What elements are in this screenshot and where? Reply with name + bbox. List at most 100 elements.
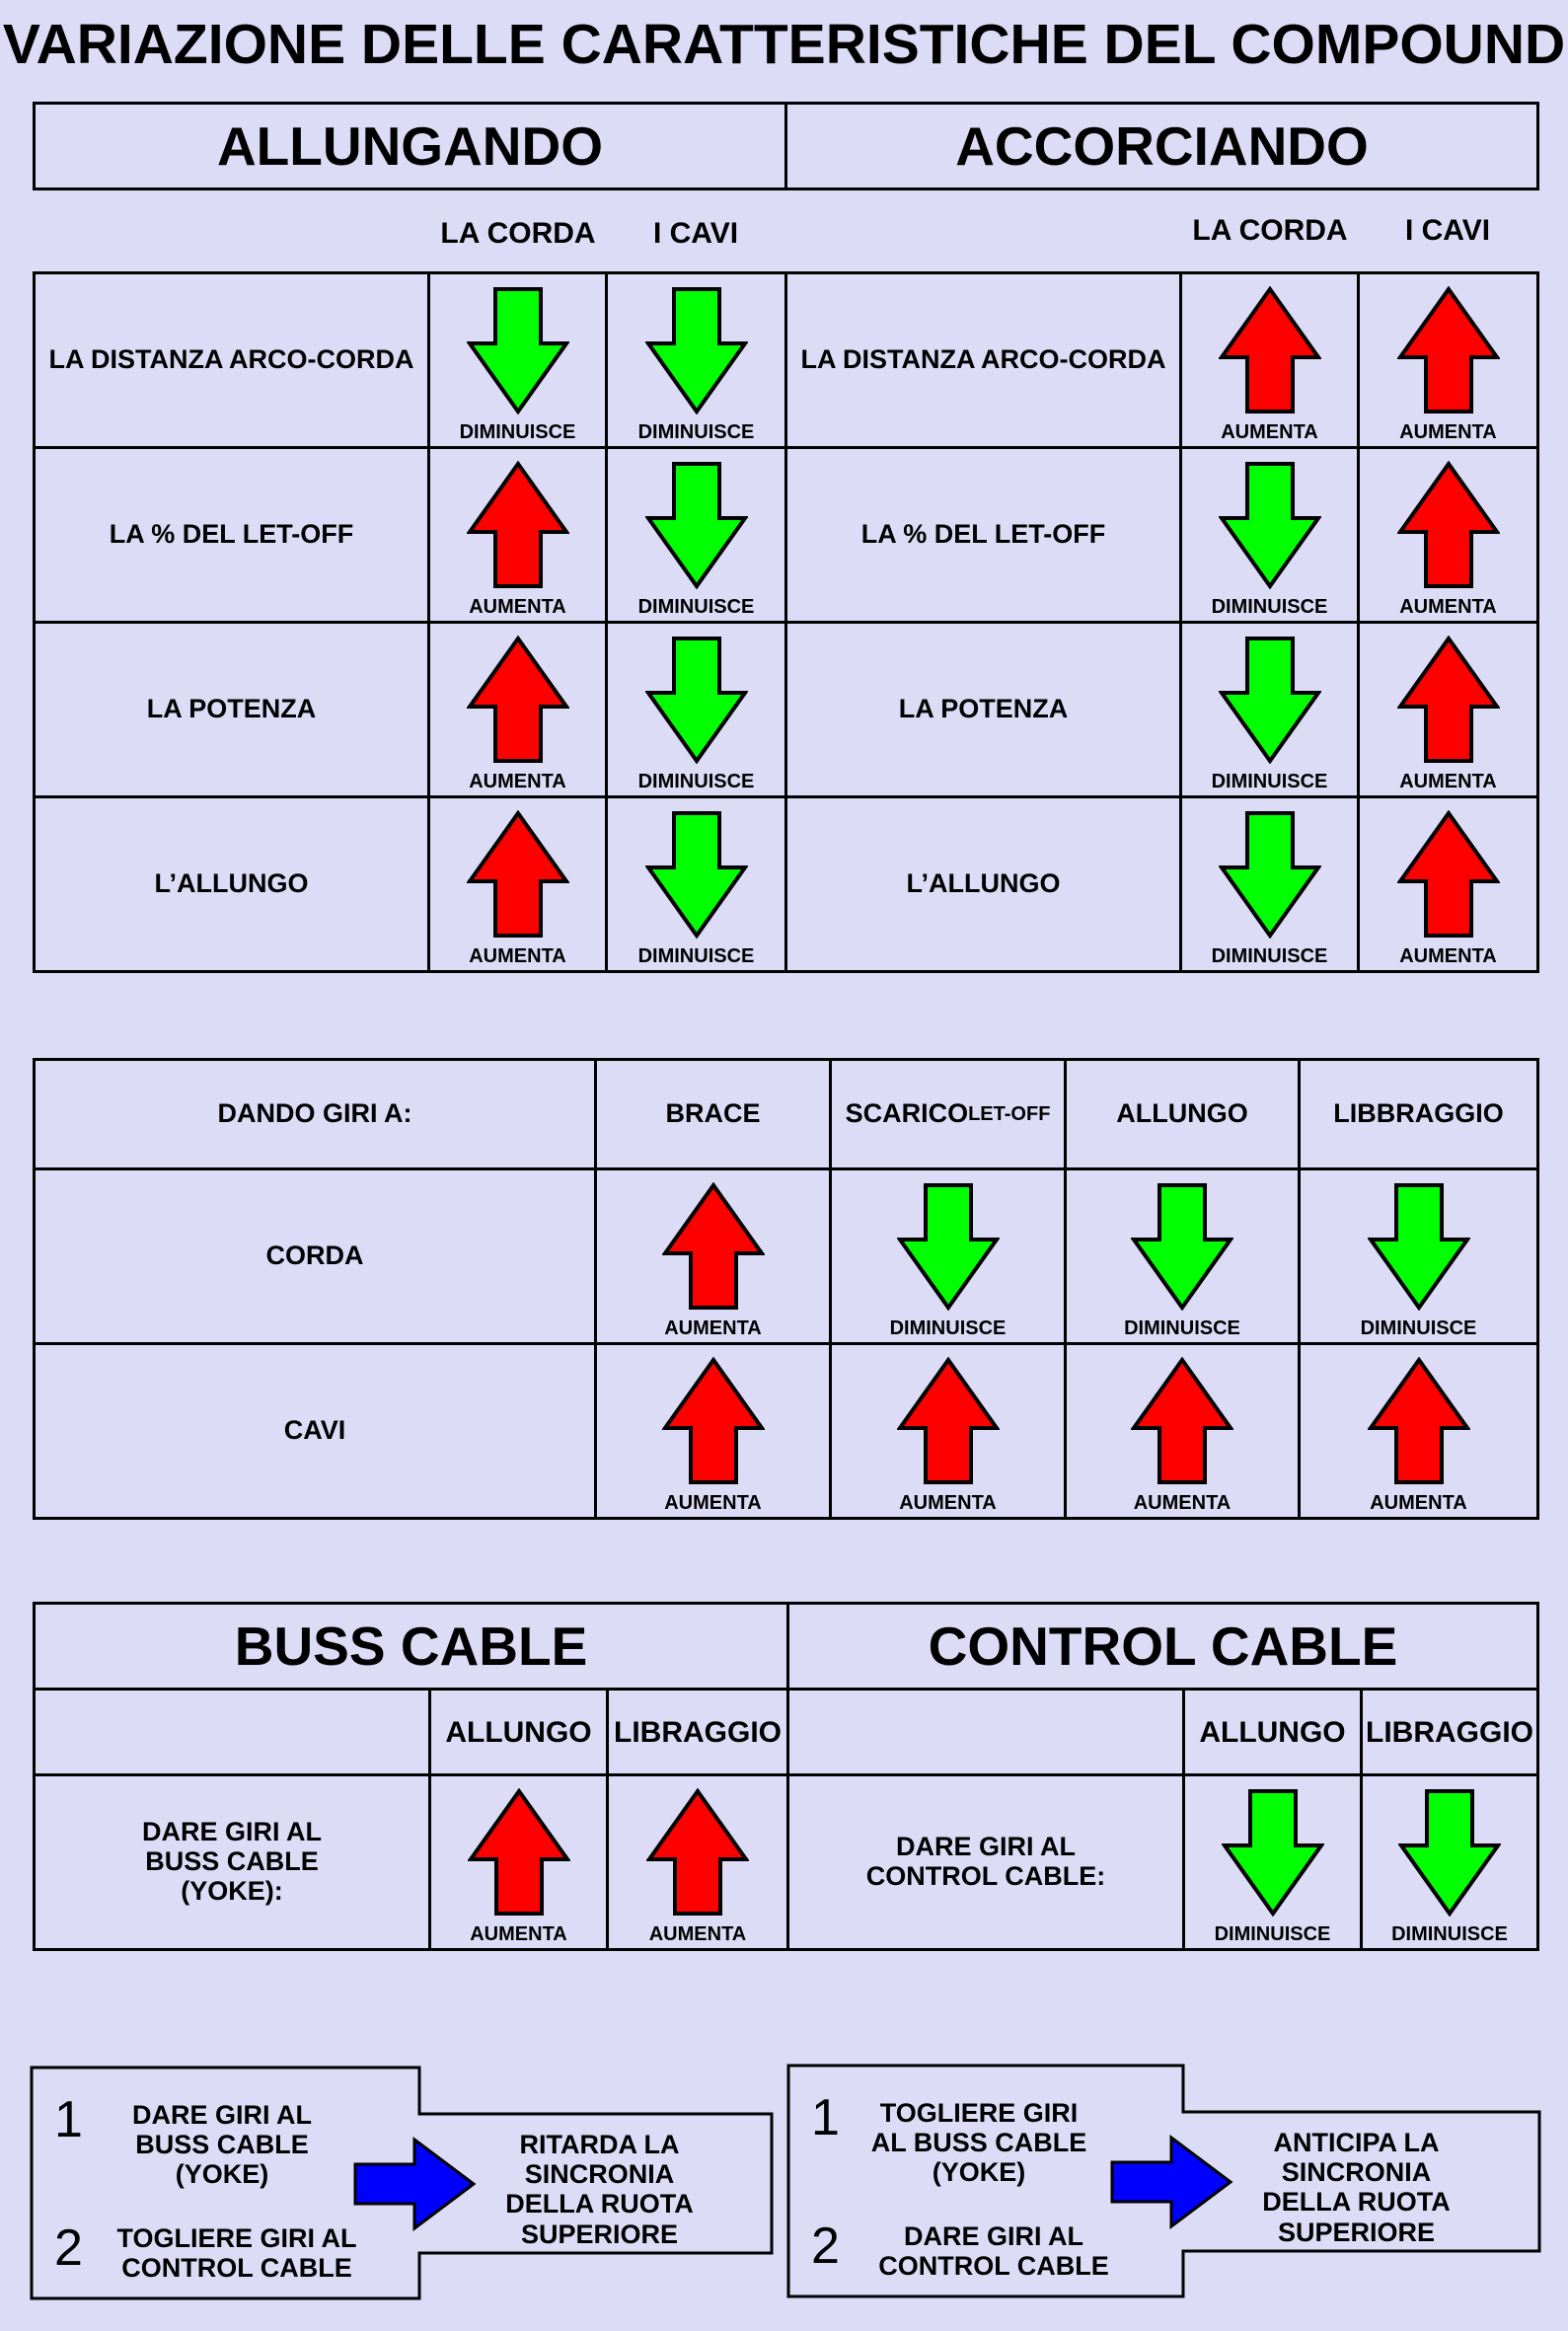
arrow-up-icon: [1218, 286, 1321, 414]
header-allungando: ALLUNGANDO: [33, 102, 787, 190]
step-text-2: DARE GIRI AL CONTROL CABLE: [878, 2221, 1109, 2282]
arrow-up-icon: [466, 636, 569, 763]
column-header-4: LIBBRAGGIO: [1298, 1058, 1539, 1170]
arrow-label: AUMENTA: [469, 945, 566, 967]
arrow-label: AUMENTA: [469, 771, 566, 792]
row-label-left: LA POTENZA: [33, 621, 430, 798]
cell-cavi-3: AUMENTA: [1064, 1342, 1301, 1520]
col-header-la-corda-right: LA CORDA: [1192, 214, 1348, 247]
column-header-2: SCARICO LET-OFF: [829, 1058, 1067, 1170]
header-control-cable: CONTROL CABLE: [786, 1602, 1539, 1691]
arrow-up-icon: [1396, 461, 1500, 588]
cell-control-allungo: DIMINUISCE: [1182, 1773, 1363, 1951]
row-label-right: LA POTENZA: [784, 621, 1182, 798]
arrow-down-icon: [1218, 637, 1321, 764]
col-header-la-corda-left: LA CORDA: [440, 217, 596, 250]
row-label-cavi: CAVI: [33, 1342, 597, 1520]
arrow-label: AUMENTA: [1399, 945, 1497, 967]
arrow-label: DIMINUISCE: [637, 421, 755, 443]
blue-arrow-right-icon: [353, 2137, 477, 2231]
arrow-label: DIMINUISCE: [637, 945, 755, 967]
cell-buss-libraggio: AUMENTA: [606, 1773, 789, 1951]
arrow-up-icon: [466, 810, 569, 938]
arrow-label: AUMENTA: [1133, 1492, 1232, 1514]
arrow-up-icon: [466, 461, 569, 588]
arrow-label: DIMINUISCE: [637, 596, 755, 618]
arrow-down-icon: [1218, 811, 1321, 939]
row-label-left: LA % DEL LET-OFF: [33, 446, 430, 624]
arrow-down-icon: [1221, 1789, 1324, 1917]
cell-left-cavi: DIMINUISCE: [605, 446, 787, 624]
row-label-left: L’ALLUNGO: [33, 795, 430, 973]
arrow-up-icon: [467, 1788, 570, 1916]
arrow-label: DIMINUISCE: [1124, 1317, 1240, 1339]
cell-buss-allungo: AUMENTA: [428, 1773, 609, 1951]
step-text-2: TOGLIERE GIRI AL CONTROL CABLE: [116, 2223, 357, 2284]
cell-cavi-1: AUMENTA: [594, 1342, 832, 1520]
cell-left-cavi: DIMINUISCE: [605, 271, 787, 449]
arrow-label: DIMINUISCE: [1214, 1923, 1331, 1945]
column-header-3: ALLUNGO: [1064, 1058, 1301, 1170]
cell-left-corda: AUMENTA: [427, 446, 608, 624]
cell-right-cavi: AUMENTA: [1357, 271, 1539, 449]
row-label-right: L’ALLUNGO: [784, 795, 1182, 973]
subheader-blank-right: [786, 1688, 1185, 1776]
cell-left-cavi: DIMINUISCE: [605, 621, 787, 798]
cell-corda-3: DIMINUISCE: [1064, 1167, 1301, 1345]
subheader-blank-left: [33, 1688, 431, 1776]
page-title: VARIAZIONE DELLE CARATTERISTICHE DEL COM…: [2, 13, 1566, 76]
cell-corda-4: DIMINUISCE: [1298, 1167, 1539, 1345]
arrow-up-icon: [1396, 286, 1500, 414]
arrow-down-icon: [466, 287, 569, 414]
cell-right-corda: DIMINUISCE: [1179, 795, 1360, 973]
column-header-main: BRACE: [665, 1098, 761, 1129]
cell-right-cavi: AUMENTA: [1357, 621, 1539, 798]
col-header-allungo-left: ALLUNGO: [428, 1688, 609, 1776]
arrow-label: AUMENTA: [1221, 421, 1318, 443]
arrow-up-icon: [1367, 1357, 1470, 1484]
column-header-main: SCARICO: [845, 1098, 969, 1129]
arrow-label: DIMINUISCE: [637, 771, 755, 792]
cell-right-corda: AUMENTA: [1179, 271, 1360, 449]
row-label-right: LA DISTANZA ARCO-CORDA: [784, 271, 1182, 449]
cell-right-cavi: AUMENTA: [1357, 446, 1539, 624]
arrow-label: AUMENTA: [1399, 421, 1497, 443]
column-header-main: ALLUNGO: [1116, 1098, 1248, 1129]
step-number-2: 2: [54, 2219, 83, 2277]
col-header-i-cavi-left: I CAVI: [652, 217, 739, 250]
arrow-down-icon: [1398, 1789, 1501, 1917]
arrow-label: DIMINUISCE: [889, 1317, 1007, 1339]
note-frame: [786, 2064, 1541, 2298]
arrow-up-icon: [646, 1788, 749, 1916]
step-text-1: TOGLIERE GIRI AL BUSS CABLE (YOKE): [870, 2098, 1087, 2188]
arrow-up-icon: [1396, 636, 1500, 763]
col-header-i-cavi-right: I CAVI: [1404, 214, 1491, 247]
cell-right-corda: DIMINUISCE: [1179, 446, 1360, 624]
arrow-up-icon: [896, 1357, 1000, 1484]
cell-right-corda: DIMINUISCE: [1179, 621, 1360, 798]
step-number-2: 2: [811, 2218, 840, 2275]
arrow-label: AUMENTA: [664, 1317, 762, 1339]
arrow-label: DIMINUISCE: [459, 421, 576, 443]
step-number-1: 1: [54, 2091, 83, 2148]
arrow-label: AUMENTA: [1370, 1492, 1467, 1514]
dando-giri-header: DANDO GIRI A:: [33, 1058, 597, 1170]
header-accorciando: ACCORCIANDO: [784, 102, 1539, 190]
column-header-1: BRACE: [594, 1058, 832, 1170]
row-label-left: LA DISTANZA ARCO-CORDA: [33, 271, 430, 449]
arrow-label: DIMINUISCE: [1360, 1317, 1477, 1339]
row-label-right: LA % DEL LET-OFF: [784, 446, 1182, 624]
cell-corda-1: AUMENTA: [594, 1167, 832, 1345]
blue-arrow-right-icon: [1110, 2135, 1233, 2229]
cell-cavi-4: AUMENTA: [1298, 1342, 1539, 1520]
arrow-up-icon: [1396, 810, 1500, 938]
arrow-down-icon: [644, 811, 748, 939]
column-header-main: LIBBRAGGIO: [1333, 1098, 1504, 1129]
arrow-label: DIMINUISCE: [1391, 1923, 1508, 1945]
arrow-down-icon: [644, 287, 748, 414]
header-buss-cable: BUSS CABLE: [33, 1602, 789, 1691]
note-frame: [30, 2066, 774, 2300]
arrow-label: AUMENTA: [899, 1492, 997, 1514]
arrow-label: AUMENTA: [648, 1923, 747, 1945]
cell-left-corda: AUMENTA: [427, 621, 608, 798]
